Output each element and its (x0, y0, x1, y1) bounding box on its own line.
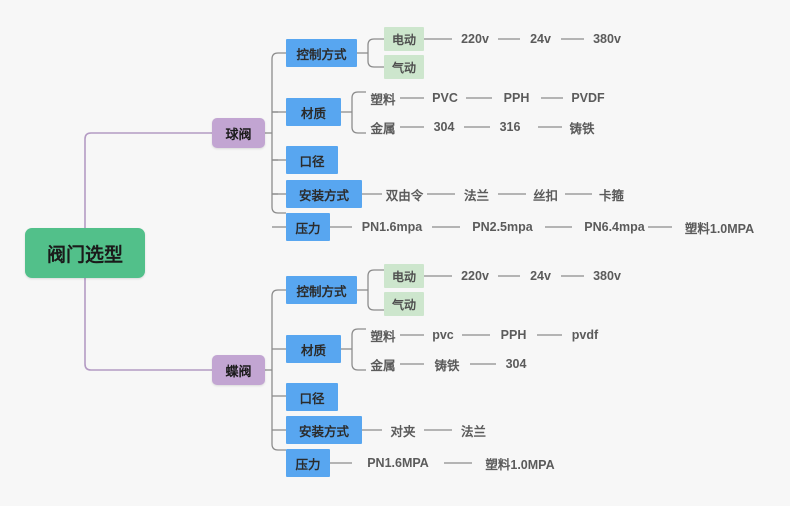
leaf-node-butterfly-electric[interactable]: 电动 (384, 264, 424, 288)
leaf-node-ball-union[interactable]: 双由令 (385, 188, 424, 203)
leaf-node-ball-pn16[interactable]: PN1.6mpa (361, 220, 423, 234)
leaf-node-ball-pn25[interactable]: PN2.5mpa (472, 220, 533, 234)
leaf-node-ball-220v[interactable]: 220v (461, 32, 489, 46)
leaf-node-ball-thread[interactable]: 丝扣 (532, 188, 558, 203)
leaf-node-butterfly-304[interactable]: 304 (505, 357, 527, 371)
leaf-node-ball-pvc[interactable]: PVC (432, 91, 458, 105)
leaf-node-butterfly-pph[interactable]: PPH (500, 328, 527, 342)
leaf-node-butterfly-pvc[interactable]: pvc (432, 328, 454, 342)
leaf-node-ball-24v[interactable]: 24v (530, 32, 551, 46)
leaf-node-butterfly-flange[interactable]: 法兰 (460, 424, 486, 439)
attr-node-ball-install[interactable]: 安装方式 (286, 180, 362, 208)
leaf-node-ball-pn64[interactable]: PN6.4mpa (584, 220, 645, 234)
attr-node-butterfly-material[interactable]: 材质 (286, 335, 341, 363)
attr-node-butterfly-control[interactable]: 控制方式 (286, 276, 357, 304)
leaf-node-ball-pph[interactable]: PPH (503, 91, 530, 105)
attr-node-butterfly-caliber[interactable]: 口径 (286, 383, 338, 411)
leaf-node-ball-plastic[interactable]: 塑料 (370, 92, 396, 107)
leaf-node-butterfly-pneumatic[interactable]: 气动 (384, 292, 424, 316)
leaf-node-butterfly-wafer[interactable]: 对夹 (390, 424, 416, 439)
leaf-node-ball-pneumatic[interactable]: 气动 (384, 55, 424, 79)
leaf-node-ball-plastic-10mpa[interactable]: 塑料1.0MPA (684, 221, 755, 236)
leaf-node-ball-304[interactable]: 304 (433, 120, 455, 134)
attr-node-butterfly-install[interactable]: 安装方式 (286, 416, 362, 444)
attr-node-ball-material[interactable]: 材质 (286, 98, 341, 126)
leaf-node-ball-metal[interactable]: 金属 (370, 121, 396, 136)
branch-node-ball-valve[interactable]: 球阀 (212, 118, 265, 148)
branch-node-butterfly-valve[interactable]: 蝶阀 (212, 355, 265, 385)
leaf-node-ball-flange[interactable]: 法兰 (463, 188, 489, 203)
leaf-node-butterfly-380v[interactable]: 380v (593, 269, 621, 283)
leaf-node-butterfly-plastic-10mpa[interactable]: 塑料1.0MPA (485, 457, 555, 472)
leaf-node-ball-electric[interactable]: 电动 (384, 27, 424, 51)
attr-node-ball-caliber[interactable]: 口径 (286, 146, 338, 174)
leaf-node-ball-380v[interactable]: 380v (593, 32, 621, 46)
leaf-node-butterfly-220v[interactable]: 220v (461, 269, 489, 283)
leaf-node-ball-pvdf[interactable]: PVDF (571, 91, 605, 105)
leaf-node-butterfly-pn16[interactable]: PN1.6MPA (367, 456, 429, 470)
root-node[interactable]: 阀门选型 (25, 228, 145, 278)
leaf-node-butterfly-cast-iron[interactable]: 铸铁 (434, 358, 460, 373)
leaf-node-butterfly-24v[interactable]: 24v (530, 269, 551, 283)
leaf-node-butterfly-plastic[interactable]: 塑料 (370, 329, 396, 344)
leaf-node-butterfly-pvdf[interactable]: pvdf (571, 328, 599, 342)
leaf-node-ball-cast-iron[interactable]: 铸铁 (569, 121, 595, 136)
attr-node-butterfly-pressure[interactable]: 压力 (286, 449, 330, 477)
leaf-node-ball-316[interactable]: 316 (499, 120, 521, 134)
attr-node-ball-pressure[interactable]: 压力 (286, 213, 330, 241)
leaf-node-butterfly-metal[interactable]: 金属 (370, 358, 396, 373)
leaf-node-ball-clamp[interactable]: 卡箍 (598, 188, 624, 203)
attr-node-ball-control[interactable]: 控制方式 (286, 39, 357, 67)
